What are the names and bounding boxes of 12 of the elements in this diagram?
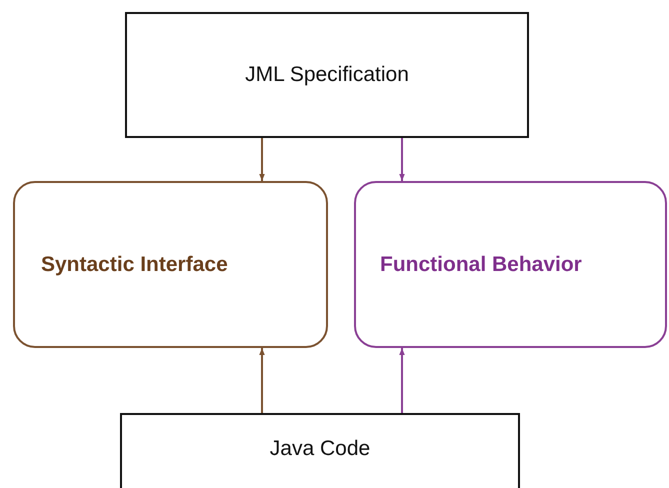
box-label: Functional Behavior (380, 252, 582, 276)
box-label: JML Specification (245, 63, 409, 87)
box-label: Java Code (270, 437, 370, 461)
process-box (125, 12, 529, 138)
process-box (120, 413, 520, 488)
process-box (354, 181, 667, 348)
box-label: Syntactic Interface (41, 252, 228, 276)
arrow (399, 348, 405, 413)
arrow (259, 138, 265, 181)
process-box (13, 181, 328, 348)
arrow (399, 138, 405, 181)
arrow (259, 348, 265, 413)
